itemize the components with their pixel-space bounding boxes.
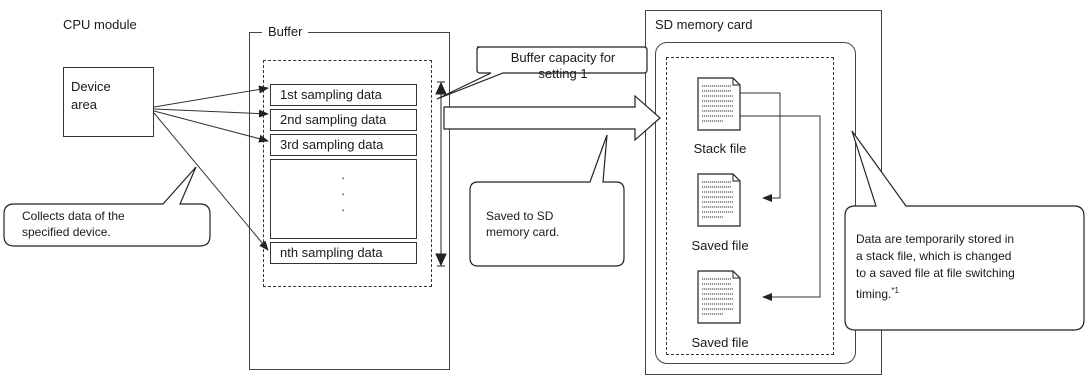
sampling-row-2: 2nd sampling data [270,109,417,131]
arrow-to-row-2 [153,108,269,118]
note-footnote-ref: *1 [891,286,899,295]
sd-card-title: SD memory card [655,17,753,32]
saved-file-2-icon [697,270,741,324]
ellipsis-dot-3: · [341,202,346,217]
device-area-label-line2: area [71,97,98,112]
sd-card-inner-frame [655,42,856,364]
capacity-label-line2: setting 1 [538,66,588,81]
device-area-label-line1: Device [71,79,111,94]
saved-file-1-label: Saved file [691,238,749,253]
saved-text-line2: memory card. [486,225,560,239]
stack-to-saved-1-connector [740,92,781,202]
saved-file-1-icon [697,173,741,227]
stack-file-icon [697,77,741,131]
sampling-row-3: 3rd sampling data [270,134,417,156]
ellipsis-dot-1: · [341,170,346,185]
sampling-row-1: 1st sampling data [270,84,417,106]
note-text-timing: timing. [856,287,892,301]
sd-card-frame [645,10,882,375]
sd-card-dashed-area [666,57,834,355]
saved-callout [469,134,625,267]
note-callout [844,130,1085,331]
collects-text-line2: specified device. [22,225,111,239]
ellipsis-dot-2: · [341,186,346,201]
collects-callout [3,166,211,247]
sampling-row-n: nth sampling data [270,242,417,264]
capacity-label-line1: Buffer capacity for [510,50,616,65]
note-text-line2: a stack file, which is changed [856,249,1012,263]
capacity-arrow-up [435,81,447,95]
stack-file-label: Stack file [693,141,747,156]
arrow-to-row-3 [153,110,269,143]
arrow-to-row-1 [153,85,269,108]
saved-text-line1: Saved to SD [486,209,554,223]
note-text-line3: to a saved file at file switching [856,266,1015,280]
buffer-dashed-area [263,60,432,287]
buffer-title: Buffer [262,24,309,39]
capacity-callout [436,46,648,100]
collects-text-line1: Collects data of the [22,209,125,223]
note-text-line1: Data are temporarily stored in [856,232,1015,246]
save-block-arrow [443,94,661,142]
capacity-arrow-down [435,253,447,267]
sampling-ellipsis-area: · · · [270,159,417,239]
cpu-module-title: CPU module [63,17,137,32]
device-area-box: Device area [63,67,154,137]
stack-to-saved-2-connector [740,115,821,301]
saved-file-2-label: Saved file [691,335,749,350]
note-text-line4: timing.*1 [856,283,899,302]
arrow-to-row-n [153,112,269,251]
